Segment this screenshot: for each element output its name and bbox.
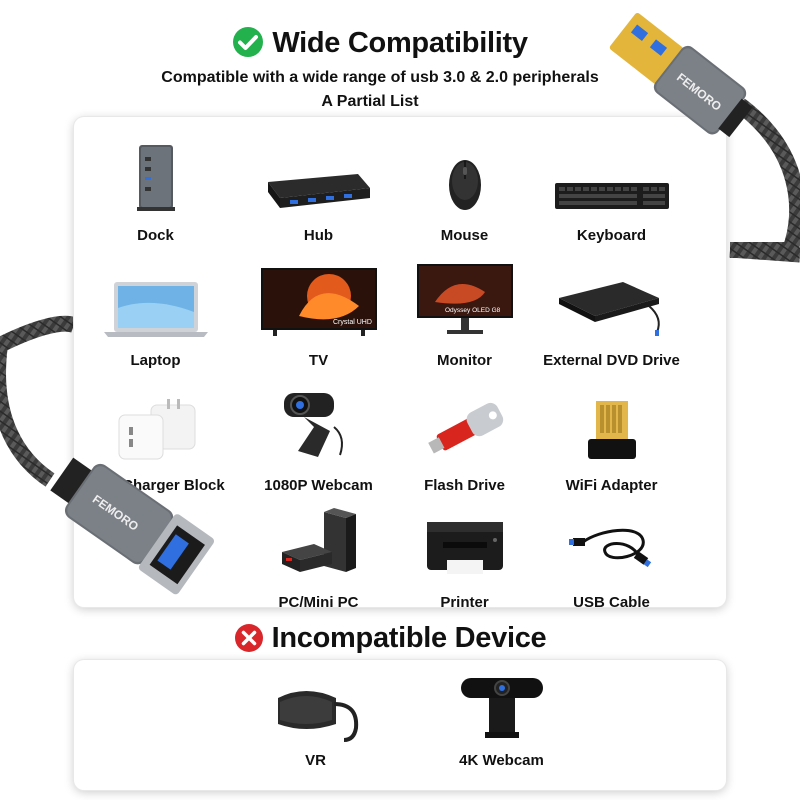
tv-screen-text: Crystal UHD [333, 319, 372, 326]
device-label: Hub [303, 227, 334, 244]
check-circle-icon [232, 26, 264, 66]
device-flash-drive: Flash Drive [383, 385, 546, 494]
device-keyboard: Keyboard [530, 135, 693, 244]
device-hub: Hub [237, 135, 400, 244]
device-dvd-drive: External DVD Drive [530, 260, 693, 369]
printer-icon [426, 522, 503, 574]
device-tv: Crystal UHD TV [237, 260, 400, 369]
device-webcam: 1080P Webcam [237, 385, 400, 494]
incompatible-title: Incompatible Device [0, 622, 780, 661]
wifi-adapter-icon [587, 401, 636, 459]
usb-a-male-connector: FEMORO [609, 12, 753, 138]
usb-cable-icon [568, 528, 651, 568]
device-usb-cable: USB Cable [530, 502, 693, 611]
partial-list-note: A Partial List [321, 93, 419, 110]
mouse-icon [448, 160, 481, 210]
compatibility-title-text: Wide Compatibility [272, 27, 528, 59]
device-label: 1080P Webcam [264, 477, 373, 494]
incompatible-title-text: Incompatible Device [271, 622, 547, 654]
charger-icon [118, 399, 195, 460]
laptop-icon [103, 282, 208, 337]
vr-headset-icon [277, 691, 358, 742]
device-label: External DVD Drive [543, 352, 680, 369]
monitor-icon: Odyssey OLED G8 [416, 264, 513, 334]
monitor-screen-text: Odyssey OLED G8 [445, 307, 501, 314]
flash-drive-icon [427, 402, 503, 454]
device-laptop: Laptop [74, 260, 237, 369]
device-label: Monitor [437, 352, 492, 369]
device-label: TV [308, 352, 329, 369]
device-printer: Printer [383, 502, 546, 611]
device-monitor: Odyssey OLED G8 Monitor [383, 260, 546, 369]
device-label: Flash Drive [424, 477, 505, 494]
device-label: Mouse [440, 227, 489, 244]
incompatible-devices-panel: VR 4K Webcam [74, 660, 726, 790]
device-vr: VR [234, 682, 397, 769]
device-label: Printer [440, 594, 489, 611]
device-label: Keyboard [576, 227, 647, 244]
dock-icon [136, 145, 175, 211]
tv-icon: Crystal UHD [260, 268, 377, 336]
device-dock: Dock [74, 135, 237, 244]
webcam-icon [283, 393, 343, 457]
compatibility-title: Wide Compatibility [0, 26, 760, 66]
keyboard-icon [554, 183, 669, 209]
compatible-devices-panel: Dock Hub Mouse Keyboard Laptop Crystal U… [74, 117, 726, 611]
device-label: WiFi Adapter [565, 477, 658, 494]
4k-webcam-icon [460, 678, 543, 738]
device-label: PC/Mini PC [278, 594, 359, 611]
compatibility-subtitle: Compatible with a wide range of usb 3.0 … [161, 69, 599, 86]
usb-a-female-connector: FEMORO [50, 457, 215, 595]
device-label: VR [305, 752, 326, 769]
device-label: USB Cable [573, 594, 650, 611]
hub-icon [267, 174, 370, 208]
device-mini-pc: PC/Mini PC [237, 502, 400, 611]
device-label: Laptop [130, 352, 181, 369]
dvd-drive-icon [558, 282, 660, 336]
device-label: 4K Webcam [459, 752, 544, 769]
device-mouse: Mouse [383, 135, 546, 244]
device-wifi-adapter: WiFi Adapter [530, 385, 693, 494]
device-label: Dock [137, 227, 174, 244]
device-4k-webcam: 4K Webcam [420, 678, 583, 769]
cross-circle-icon [234, 623, 264, 661]
mini-pc-icon [281, 508, 356, 572]
